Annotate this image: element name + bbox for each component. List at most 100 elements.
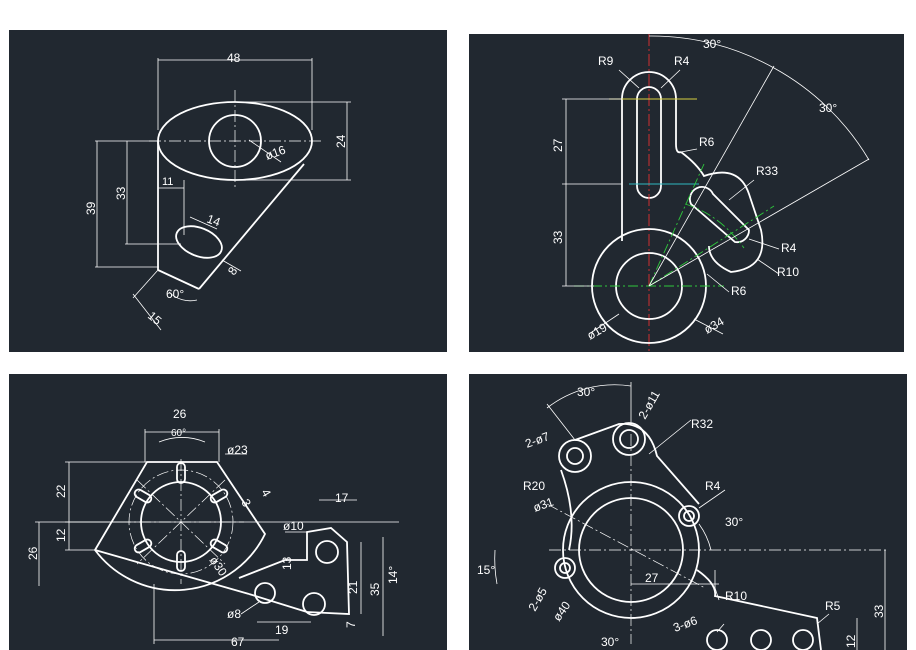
leader	[706, 273, 730, 293]
angle-arc	[158, 437, 206, 443]
leader	[248, 139, 282, 163]
drawing-panel-2: 30° 30° R9 R4 R6 27 33 R33 R4 R10 R6 ø19…	[469, 34, 904, 352]
drawing-3: 26 60° ø23 4 3 22 12 26 17 ø10 13 21 35 …	[26, 407, 400, 649]
dim-text: ø8	[227, 607, 241, 621]
dim-text: ø23	[227, 443, 248, 457]
arm-outline	[238, 527, 350, 615]
centerline	[546, 503, 706, 589]
dim-text: 21	[346, 580, 360, 594]
hole	[559, 562, 571, 574]
dim-text: 3-ø6	[671, 613, 699, 635]
arm-outline	[680, 151, 764, 273]
dim-text: 60°	[171, 428, 186, 439]
dim-text: 48	[227, 51, 241, 65]
leader	[693, 318, 724, 335]
hole-r4	[678, 505, 700, 527]
slot	[176, 550, 186, 572]
hole-5	[554, 557, 576, 579]
dim-text: ø31	[531, 494, 556, 514]
dim-text: 12	[844, 634, 858, 648]
dim-text: R10	[777, 265, 799, 279]
dim-text: 14°	[386, 566, 400, 584]
hole-11	[619, 429, 639, 449]
slot	[176, 462, 186, 484]
angle-arc	[648, 35, 775, 69]
lower-ellipse	[175, 225, 223, 259]
hole	[302, 592, 326, 616]
dim-text: 24	[334, 134, 348, 148]
drawing-panel-4: 30° 2-ø11 2-ø7 R32 R20 ø31 R4 30° 15° 27…	[469, 374, 907, 650]
dim-text: 39	[84, 201, 98, 215]
leader	[680, 148, 698, 153]
hole-10	[315, 540, 339, 564]
dim-text: ø40	[550, 598, 574, 623]
hole-7	[566, 447, 584, 465]
lug	[558, 439, 592, 473]
dim-text: 15	[145, 309, 164, 329]
fan-outline	[93, 461, 267, 592]
dim-text: 30°	[725, 515, 743, 529]
leader	[588, 313, 620, 335]
dim-text: 2-ø7	[523, 429, 551, 451]
dim-line	[132, 293, 162, 331]
dim-text: 67	[231, 635, 245, 649]
dim-text: 2-ø11	[635, 388, 663, 422]
dim-text: 26	[26, 546, 40, 560]
drawing-2: 30° 30° R9 R4 R6 27 33 R33 R4 R10 R6 ø19…	[551, 34, 870, 352]
dim-text: 7	[344, 621, 358, 628]
dim-text: R6	[731, 284, 747, 298]
lug	[612, 422, 646, 456]
dim-text: 30°	[601, 635, 619, 649]
dim-text: R33	[756, 164, 778, 178]
leader	[756, 258, 780, 275]
leader	[648, 419, 692, 455]
leader	[748, 238, 780, 250]
arm-outline	[696, 569, 822, 650]
dim-text: ø16	[263, 142, 288, 162]
dim-text: 14	[205, 212, 223, 230]
dim-line	[189, 216, 218, 230]
dim-text: ø34	[702, 314, 727, 337]
arm-edge	[248, 593, 308, 613]
dim-text: 27	[551, 138, 565, 152]
dim-text: R4	[674, 54, 690, 68]
center-green	[684, 203, 745, 249]
drawing-panel-3: 26 60° ø23 4 3 22 12 26 17 ø10 13 21 35 …	[9, 374, 447, 650]
dim-text: 33	[114, 186, 128, 200]
center-green	[648, 205, 775, 287]
arc-slot	[689, 186, 750, 244]
leader	[618, 69, 640, 89]
dim-text: R6	[699, 135, 715, 149]
center-green	[648, 163, 705, 287]
drawing-4: 30° 2-ø11 2-ø7 R32 R20 ø31 R4 30° 15° 27…	[477, 382, 889, 650]
hole-6	[792, 629, 814, 650]
slot	[209, 538, 229, 554]
hole-6	[706, 629, 728, 650]
dim-text: 12	[54, 528, 68, 542]
dim-text: 11	[162, 176, 173, 188]
body-edge	[157, 269, 200, 290]
dim-text: 4	[258, 487, 274, 500]
dim-text: 15°	[477, 563, 495, 577]
dim-text: R5	[825, 599, 841, 613]
angle-arc	[168, 291, 198, 302]
dim-text: 60°	[166, 287, 184, 301]
slot-inner	[636, 86, 662, 199]
angle-arc	[698, 523, 712, 551]
dim-text: 30°	[819, 101, 837, 115]
slot	[133, 538, 153, 554]
leader	[716, 623, 725, 633]
dim-text: 19	[275, 623, 289, 637]
dim-text: 27	[645, 571, 659, 585]
dim-text: 22	[54, 484, 68, 498]
arm-edge	[94, 549, 250, 595]
dim-text: ø10	[283, 519, 304, 533]
angle-arc	[773, 67, 870, 161]
slot-outer	[621, 71, 682, 154]
dim-text: 13	[280, 556, 294, 570]
hole	[683, 510, 695, 522]
hole-8	[254, 582, 276, 604]
outline-top	[574, 423, 700, 505]
angle-arc	[546, 384, 632, 409]
drawing-1: 48 24 39 33 11 14 8 60° 15 ø16	[84, 51, 351, 331]
